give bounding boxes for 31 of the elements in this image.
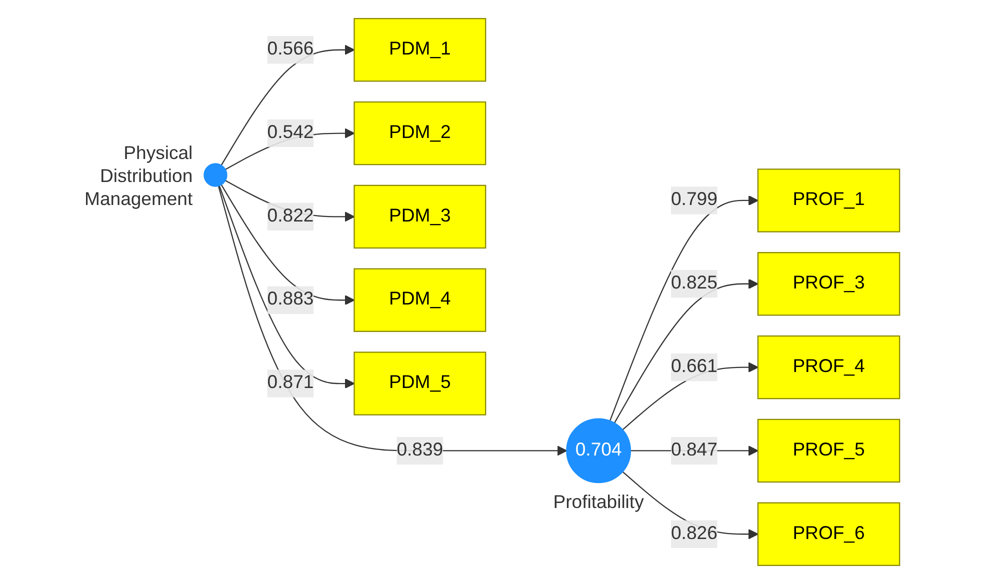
edge-label: 0.839 <box>396 440 444 460</box>
edge-label: 0.847 <box>670 440 718 460</box>
arrow <box>218 186 568 456</box>
node-circle: 0.704 <box>566 418 632 484</box>
edge-label: 0.871 <box>267 373 314 393</box>
edge-label: 0.566 <box>267 39 314 60</box>
edge-label: 0.826 <box>670 524 718 544</box>
node-caption: Profitability <box>553 491 644 512</box>
node-box: PDM_2 <box>354 101 486 166</box>
arrow <box>609 195 758 422</box>
edge-label: 0.822 <box>267 206 314 226</box>
edge-label: 0.661 <box>670 356 718 377</box>
node-box: PDM_1 <box>354 18 486 82</box>
edge-label: 0.883 <box>267 290 314 310</box>
arrow <box>614 278 758 424</box>
node-circle <box>204 163 228 187</box>
arrow <box>218 185 355 389</box>
node-box: PROF_1 <box>757 168 900 232</box>
edge-label: 0.825 <box>670 273 718 294</box>
node-box: PROF_6 <box>757 502 900 566</box>
node-box: PDM_3 <box>354 184 486 249</box>
edge-label: 0.542 <box>267 122 314 143</box>
arrow <box>220 44 355 166</box>
node-box: PROF_3 <box>757 252 900 316</box>
edge-label: 0.799 <box>670 190 718 210</box>
node-box: PROF_4 <box>757 335 900 400</box>
node-box: PDM_4 <box>354 268 486 332</box>
arrow <box>220 184 355 306</box>
node-caption: Physical Distribution Management <box>84 142 193 210</box>
node-box: PDM_5 <box>354 352 486 416</box>
node-box: PROF_5 <box>757 418 900 483</box>
